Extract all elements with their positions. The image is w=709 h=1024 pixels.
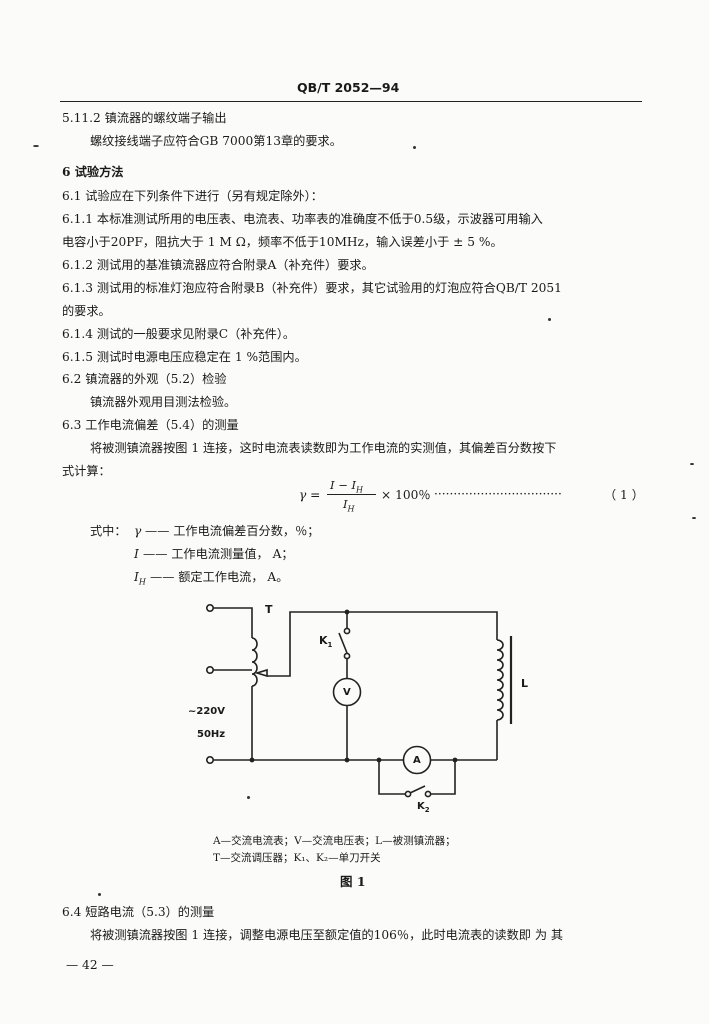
switch-k2-contact-right bbox=[424, 790, 432, 798]
where-i-text: —— 工作电流测量值， A； bbox=[143, 547, 294, 561]
scan-speck bbox=[33, 145, 39, 147]
terminal-mid bbox=[206, 665, 215, 674]
formula-numerator-text: I − I bbox=[330, 478, 357, 492]
where-ih-text: —— 额定工作电流， A。 bbox=[150, 570, 289, 584]
switch-k1-blade bbox=[338, 632, 348, 654]
page-number: — 42 — bbox=[66, 958, 114, 972]
clause-6-1-2: 6.1.2 测试用的基准镇流器应符合附录A（补充件）要求。 bbox=[62, 258, 374, 272]
clause-6-1-1-line1: 6.1.1 本标准测试所用的电压表、电流表、功率表的准确度不低于0.5级，示波器… bbox=[62, 212, 543, 226]
label-l: L bbox=[521, 677, 529, 690]
label-k1: K1 bbox=[319, 634, 332, 652]
scan-speck bbox=[247, 796, 250, 799]
label-k2: K2 bbox=[417, 800, 430, 817]
terminal-top bbox=[206, 603, 215, 612]
scan-speck bbox=[413, 146, 416, 149]
figure-legend-line2: T—交流调压器；K₁、K₂—单刀开关 bbox=[213, 852, 381, 864]
clause-6-1: 6.1 试验应在下列条件下进行（另有规定除外）： bbox=[62, 189, 323, 203]
formula-leader-dots: ································· bbox=[434, 487, 562, 501]
switch-k1-contact-top bbox=[343, 627, 351, 635]
formula-denominator-text: I bbox=[343, 497, 348, 511]
where-ih-sub: H bbox=[138, 577, 146, 587]
formula-denominator: IH bbox=[343, 497, 355, 516]
node-dot-5 bbox=[344, 609, 350, 615]
ballast-coil bbox=[496, 639, 504, 721]
where-ih-symbol-text: I bbox=[134, 570, 139, 584]
header-rule bbox=[60, 101, 642, 102]
label-k1-sub: 1 bbox=[327, 641, 333, 650]
formula-multiplier: × 100％ bbox=[381, 488, 431, 502]
where-intro: 式中： bbox=[90, 524, 127, 538]
standard-code-header: QB/T 2052—94 bbox=[297, 80, 400, 95]
where-i-symbol: I bbox=[134, 547, 139, 561]
switch-k2-blade bbox=[409, 785, 426, 794]
clause-6-4-title: 6.4 短路电流（5.3）的测量 bbox=[62, 905, 215, 919]
autotransformer-coil bbox=[251, 637, 258, 687]
node-dot-1 bbox=[249, 757, 255, 763]
scan-speck bbox=[548, 318, 551, 321]
label-k1-text: K bbox=[319, 634, 328, 647]
formula-denominator-sub: H bbox=[347, 504, 355, 514]
fraction-bar bbox=[327, 494, 376, 495]
label-voltage: ~220V bbox=[188, 706, 225, 717]
formula-lhs: γ = bbox=[299, 488, 321, 502]
node-dot-3 bbox=[376, 757, 382, 763]
clause-6-1-1-line2: 电容小于20PF，阻抗大于 1 M Ω，频率不低于10MHz，输入误差小于 ± … bbox=[62, 235, 503, 249]
formula-numerator: I − IH bbox=[330, 478, 363, 497]
where-gamma-text: —— 工作电流偏差百分数，％； bbox=[145, 524, 320, 538]
scan-speck bbox=[690, 463, 694, 465]
clause-6-1-4: 6.1.4 测试的一般要求见附录C（补充件）。 bbox=[62, 327, 296, 341]
label-frequency: 50Hz bbox=[197, 729, 226, 740]
clause-6-1-5: 6.1.5 测试时电源电压应稳定在 1 %范围内。 bbox=[62, 350, 307, 364]
node-dot-2 bbox=[344, 757, 350, 763]
clause-6-4-text: 将被测镇流器按图 1 连接，调整电源电压至额定值的106％，此时电流表的读数即 … bbox=[90, 928, 564, 942]
formula-number: （ 1 ） bbox=[604, 488, 644, 502]
node-dot-4 bbox=[452, 757, 458, 763]
where-ih-symbol: IH bbox=[134, 570, 146, 589]
label-a: A bbox=[413, 755, 421, 766]
scan-speck bbox=[692, 517, 696, 519]
figure-title: 图 1 bbox=[340, 874, 366, 889]
clause-6-3-text-line2: 式计算： bbox=[62, 464, 111, 478]
clause-6-3-title: 6.3 工作电流偏差（5.4）的测量 bbox=[62, 418, 239, 432]
wire-wiper bbox=[267, 611, 498, 677]
clause-6-2-title: 6.2 镇流器的外观（5.2）检验 bbox=[62, 372, 227, 386]
clause-5-11-2-title: 5.11.2 镇流器的螺纹端子输出 bbox=[62, 111, 227, 125]
switch-k1-contact-bottom bbox=[343, 652, 351, 660]
figure-legend-line1: A—交流电流表；V—交流电压表；L—被测镇流器； bbox=[213, 835, 456, 847]
clause-6-1-3-line1: 6.1.3 测试用的标准灯泡应符合附录B（补充件）要求，其它试验用的灯泡应符合Q… bbox=[62, 281, 562, 295]
section-6-title: 6 试验方法 bbox=[62, 165, 124, 179]
terminal-bottom bbox=[206, 755, 215, 764]
label-k2-text: K bbox=[417, 801, 425, 812]
autotransformer-wiper bbox=[254, 668, 268, 678]
clause-6-3-text-line1: 将被测镇流器按图 1 连接，这时电流表读数即为工作电流的实测值，其偏差百分数按下 bbox=[90, 441, 557, 455]
where-gamma-symbol: γ bbox=[134, 524, 142, 538]
clause-5-11-2-text: 螺纹接线端子应符合GB 7000第13章的要求。 bbox=[90, 134, 342, 148]
switch-k2-contact-left bbox=[404, 790, 412, 798]
clause-6-2-text: 镇流器外观用目测法检验。 bbox=[90, 395, 237, 409]
label-v: V bbox=[343, 687, 351, 698]
wire-input-top bbox=[213, 607, 253, 638]
formula-numerator-sub: H bbox=[356, 485, 364, 495]
scan-speck bbox=[98, 893, 101, 896]
label-t: T bbox=[265, 603, 273, 616]
clause-6-1-3-line2: 的要求。 bbox=[62, 304, 111, 318]
label-k2-sub: 2 bbox=[424, 806, 430, 814]
